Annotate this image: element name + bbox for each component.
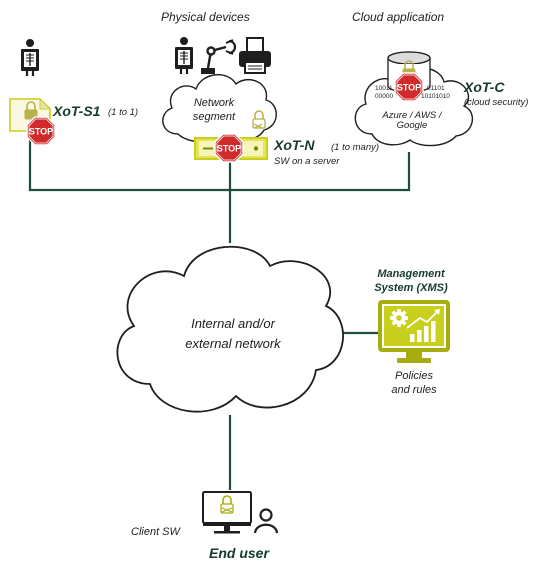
robot-arm-icon	[201, 39, 237, 74]
cloud-providers-text: Azure / AWS /	[381, 110, 442, 121]
stop-sign-icon: STOP	[214, 133, 244, 163]
xms-subtitle-line: and rules	[391, 384, 437, 396]
bar-chart-icon	[406, 309, 440, 342]
network-segment-label: Network segment	[186, 96, 242, 124]
cloud-providers-text: Google	[397, 120, 428, 131]
network-label-line: Internal and/or	[191, 316, 275, 331]
stop-sign-icon: STOP	[26, 116, 56, 146]
cloud-shape	[354, 67, 474, 147]
xot-n-label: XoT-N	[274, 137, 315, 153]
binary-text: 00000	[375, 93, 393, 100]
client-sw-label: Client SW	[131, 526, 180, 538]
xms-monitor-icon[interactable]	[378, 300, 450, 363]
xot-c-label: XoT-C	[464, 79, 505, 95]
cloud-application-heading: Cloud application	[352, 10, 445, 24]
xot-n-subtitle: SW on a server	[274, 156, 340, 167]
xot-s1-note: (1 to 1)	[108, 107, 139, 118]
status-light-icon	[253, 146, 259, 151]
xms-title: Management System (XMS)	[356, 267, 466, 295]
physical-devices-heading: Physical devices	[161, 10, 250, 24]
network-label-line: external network	[185, 336, 281, 351]
xot-c-note: (cloud security)	[464, 97, 529, 108]
xms-subtitle: Policies and rules	[376, 369, 452, 397]
end-user-label: End user	[209, 545, 269, 561]
cloud-application[interactable]: STOP 10011 00000 01101 10101010 Azure / …	[354, 51, 474, 147]
xot-s1-device[interactable]: STOP	[9, 97, 56, 146]
binary-text: 10101010	[421, 93, 450, 100]
physical-devices-cluster	[173, 35, 271, 76]
network-segment-line: Network	[193, 97, 235, 109]
xot-n-appliance[interactable]: STOP	[194, 110, 268, 163]
user-icon	[253, 508, 279, 534]
xray-device-icon	[19, 37, 41, 78]
network-segment-line: segment	[192, 111, 236, 123]
xray-device-icon	[173, 35, 195, 76]
svg-text:STOP: STOP	[397, 82, 421, 92]
client-computer-icon[interactable]	[202, 491, 252, 534]
connection-lines	[28, 140, 411, 490]
network-cloud	[116, 246, 344, 413]
binary-text: 01101	[427, 85, 445, 92]
svg-text:STOP: STOP	[217, 143, 241, 153]
xms-title-line: System (XMS)	[374, 282, 448, 294]
svg-text:STOP: STOP	[29, 126, 53, 136]
xot-n-note: (1 to many)	[331, 142, 380, 153]
gear-icon	[390, 309, 408, 327]
network-label: Internal and/or external network	[158, 314, 308, 354]
stop-sign-icon: STOP	[394, 72, 424, 102]
xms-title-line: Management	[377, 268, 445, 280]
xot-s1-label: XoT-S1	[53, 103, 101, 119]
bus-line	[28, 140, 411, 192]
xms-subtitle-line: Policies	[395, 370, 433, 382]
binary-text: 10011	[375, 85, 393, 92]
printer-icon	[239, 37, 271, 74]
